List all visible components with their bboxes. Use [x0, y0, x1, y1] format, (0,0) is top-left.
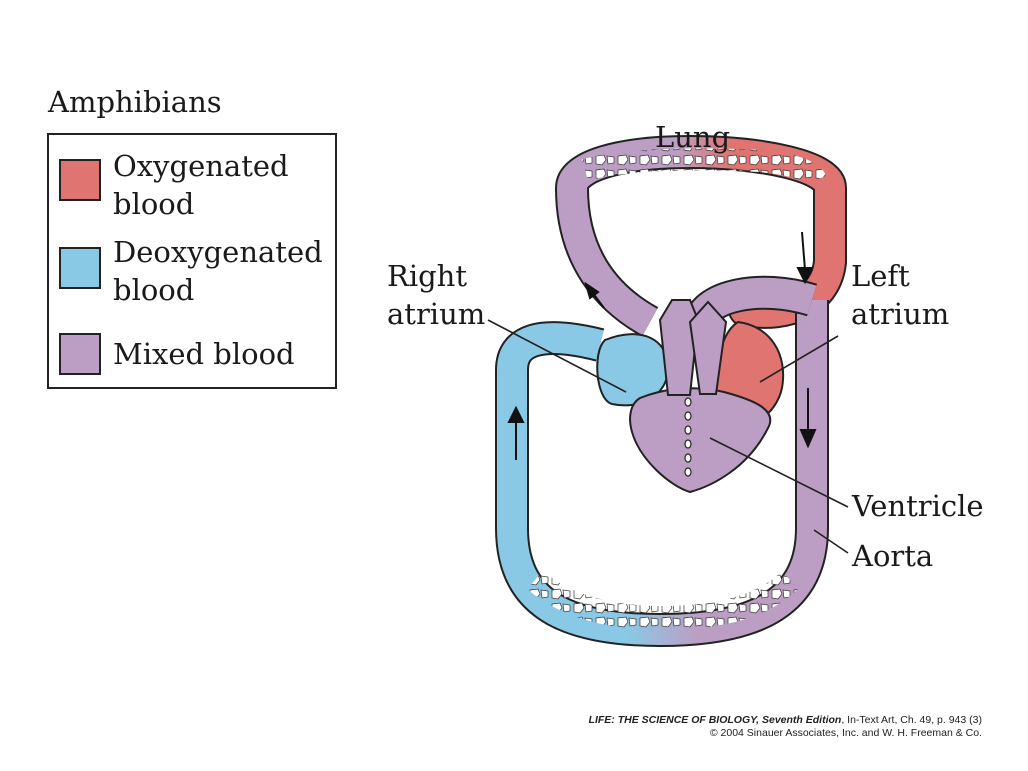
arrow-lung-out — [801, 231, 806, 271]
flow-arrows — [507, 231, 817, 460]
deoxygenated-swatch — [59, 247, 101, 289]
right-atrium-leader — [487, 319, 627, 393]
ventricle-leader — [709, 437, 849, 508]
right-atrium-label: Right atrium — [387, 259, 486, 331]
aorta-label: Aorta — [852, 539, 934, 573]
septum — [688, 300, 728, 395]
arrow-lung-return-head — [584, 281, 600, 300]
ventricle-shape — [629, 387, 772, 494]
caption-copyright: © 2004 Sinauer Associates, Inc. and W. H… — [709, 727, 982, 739]
oxygenated-label: Oxygenated blood — [113, 149, 289, 221]
lung-capillaries — [581, 148, 827, 186]
legend-title: Amphibians — [48, 85, 222, 119]
ventricle-label: Ventricle — [852, 489, 984, 523]
mixed-swatch — [59, 333, 101, 375]
book-title: LIFE: THE SCIENCE OF BIOLOGY, Seventh Ed… — [588, 714, 842, 726]
leader-lines — [487, 319, 849, 554]
left-atrium-leader — [759, 335, 839, 383]
arrow-vein-head — [507, 405, 525, 423]
figure-caption: LIFE: THE SCIENCE OF BIOLOGY, Seventh Ed… — [589, 714, 982, 740]
caption-reference: , In-Text Art, Ch. 49, p. 943 (3) — [841, 714, 982, 726]
arrow-aorta-head — [799, 429, 817, 449]
arrow-lung-out-head — [796, 267, 814, 285]
oxygenated-swatch — [59, 159, 101, 201]
aorta-leader — [813, 529, 849, 554]
lung-label: Lung — [655, 120, 731, 154]
deoxygenated-label: Deoxygenated blood — [113, 235, 323, 307]
legend: Oxygenated blood Deoxygenated blood Mixe… — [47, 133, 337, 389]
systemic-capillaries — [527, 570, 799, 631]
mixed-label: Mixed blood — [113, 337, 295, 371]
caption-source: LIFE: THE SCIENCE OF BIOLOGY, Seventh Ed… — [589, 714, 982, 727]
conus-arteriosus — [658, 299, 700, 396]
left-atrium-label: Left atrium — [851, 259, 950, 331]
ventricle-trabeculae — [684, 397, 692, 477]
pulmonary-return-fill — [557, 187, 658, 336]
